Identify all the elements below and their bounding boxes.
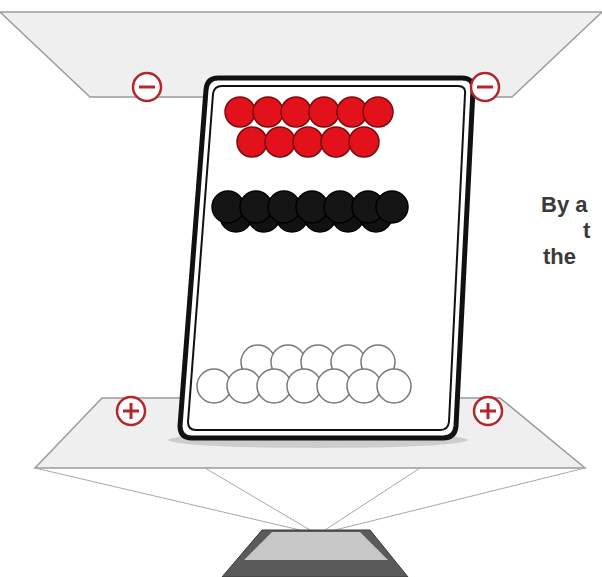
microcapsule (180, 78, 473, 438)
red-particle (281, 97, 311, 127)
positive-charge (117, 397, 145, 425)
projection-lines (35, 468, 585, 530)
negative-charge (133, 73, 161, 101)
tablet (222, 530, 408, 577)
caption-fragment: By a (541, 193, 587, 217)
white-particle (227, 369, 261, 403)
black-particle (240, 191, 272, 223)
positive-charge (474, 397, 502, 425)
red-particle (237, 127, 267, 157)
white-particle (197, 369, 231, 403)
tablet-screen (244, 532, 388, 560)
black-particle (212, 191, 244, 223)
caption-fragment: t (583, 219, 590, 243)
black-particle (324, 191, 356, 223)
black-particle (296, 191, 328, 223)
white-particle (347, 369, 381, 403)
red-particle (265, 127, 295, 157)
caption-fragment: the (543, 245, 576, 269)
red-particle (321, 127, 351, 157)
black-particle (376, 191, 408, 223)
black-particle (268, 191, 300, 223)
white-particle (377, 369, 411, 403)
particles (197, 97, 411, 403)
white-particle (287, 369, 321, 403)
red-particle (225, 97, 255, 127)
negative-charge (471, 73, 499, 101)
capsule-inner-wall (188, 86, 465, 430)
red-particle (349, 127, 379, 157)
red-particle (363, 97, 393, 127)
white-particle (317, 369, 351, 403)
red-particle (253, 97, 283, 127)
red-particle (309, 97, 339, 127)
white-particle (257, 369, 291, 403)
red-particle (293, 127, 323, 157)
